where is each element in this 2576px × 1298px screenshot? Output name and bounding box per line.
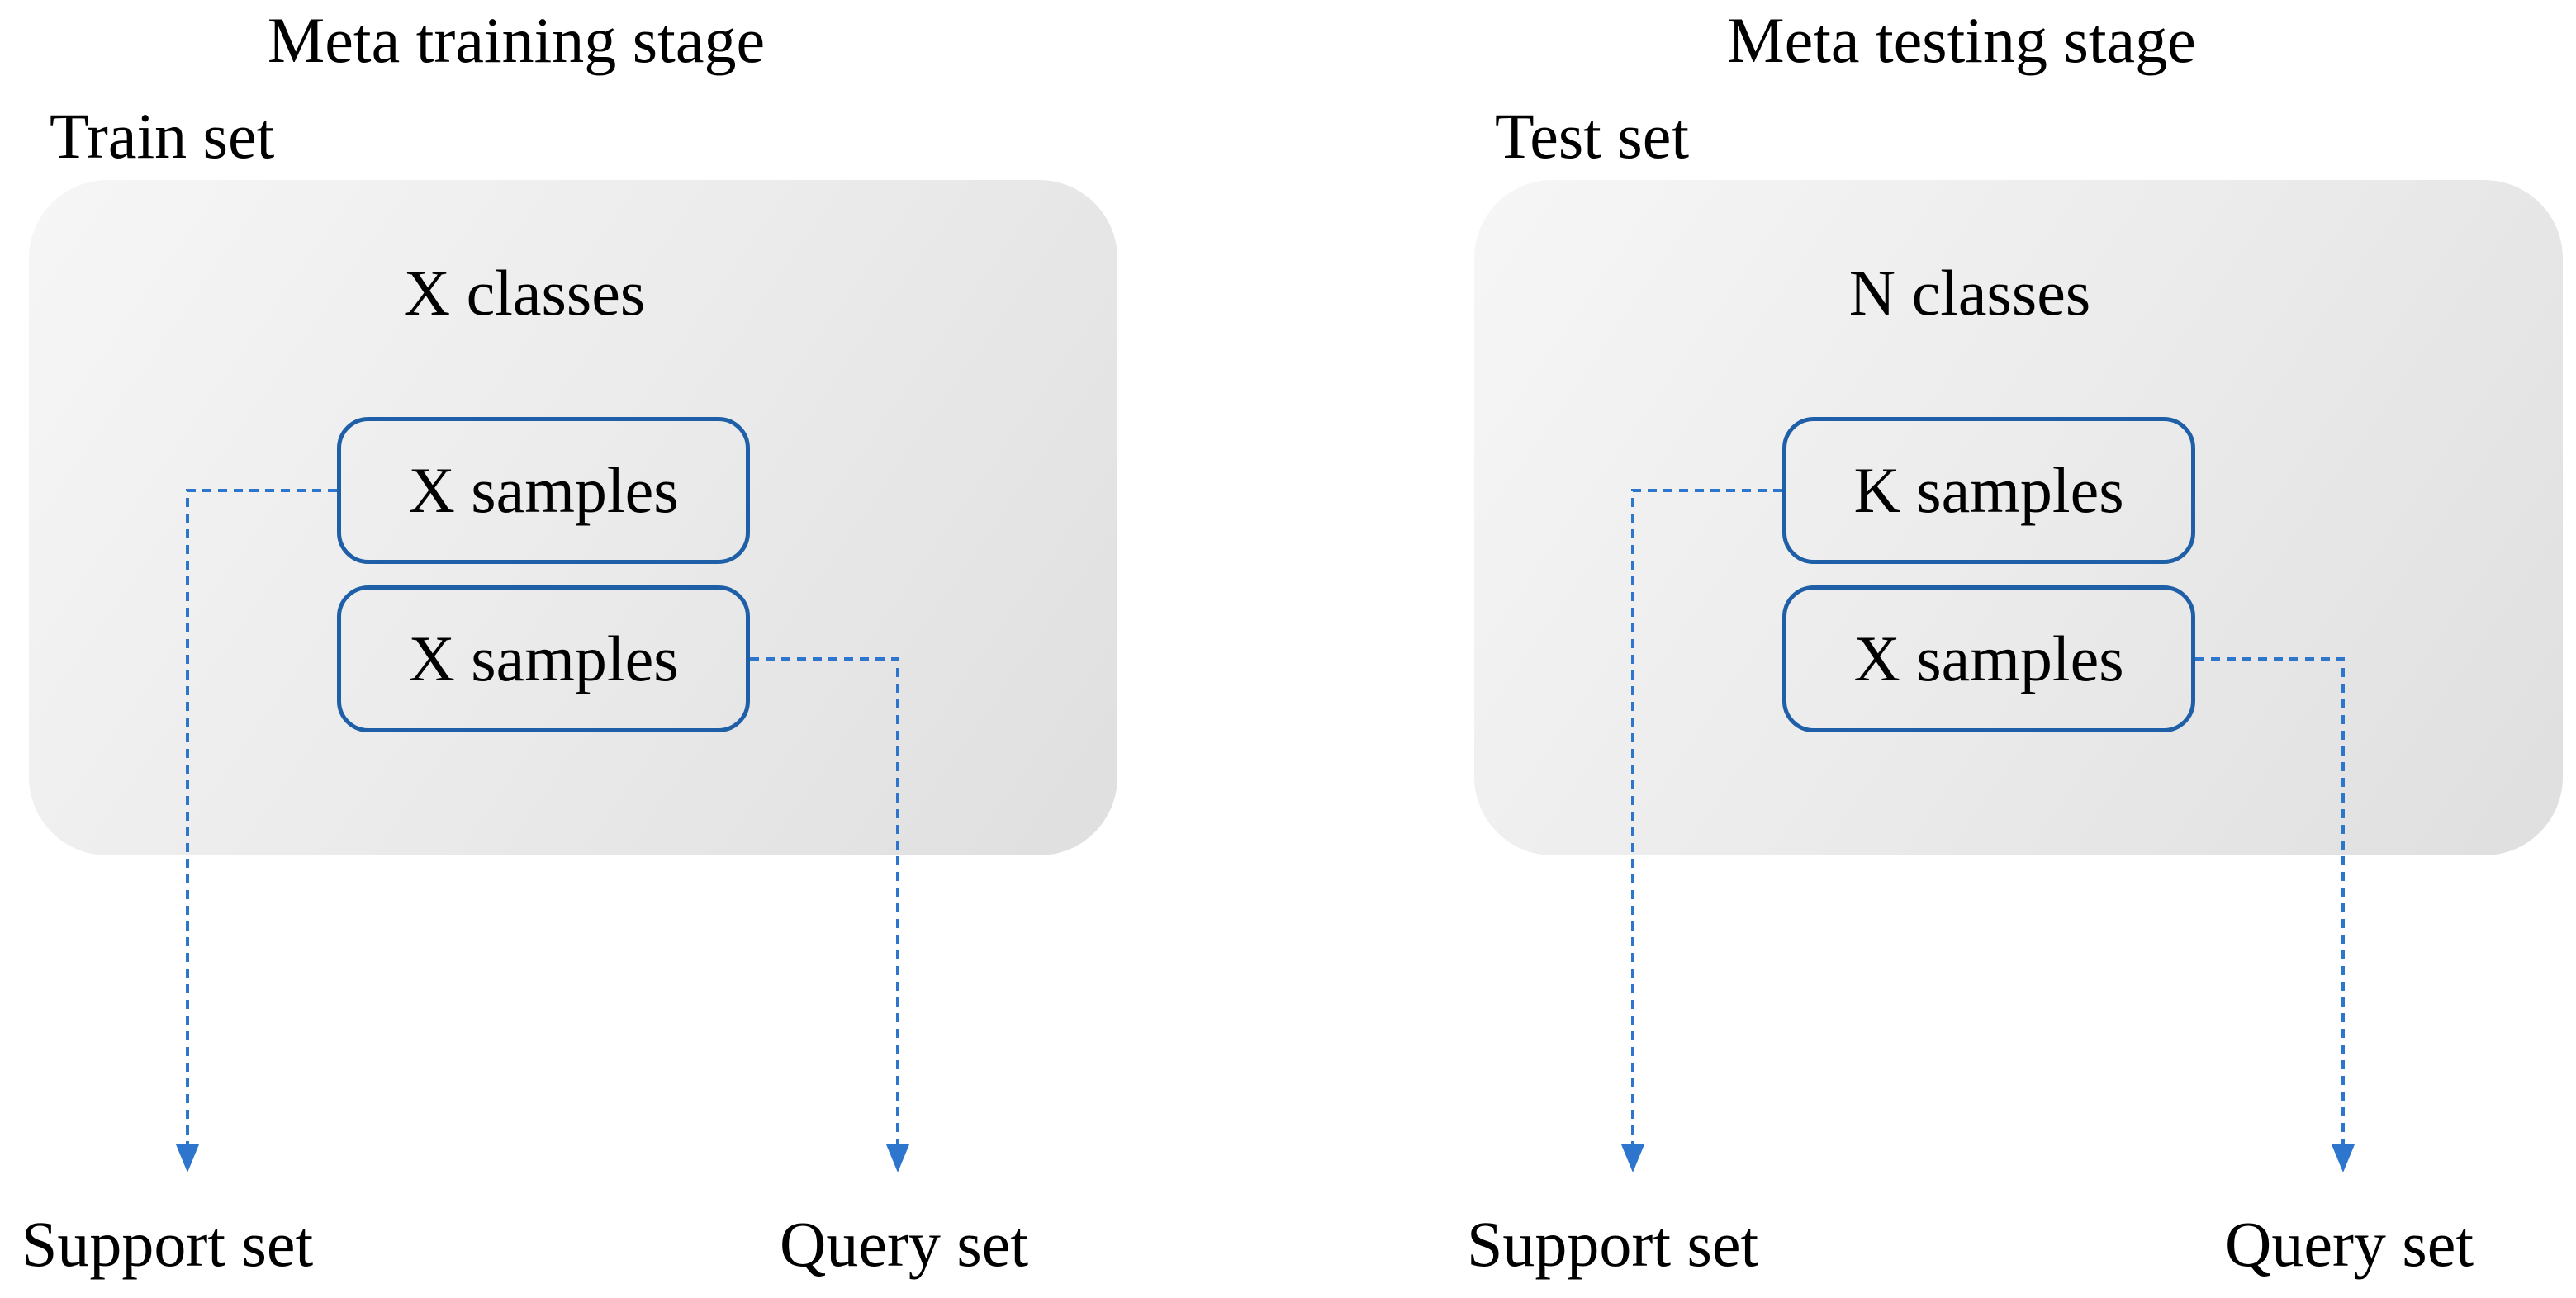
test-support-samples-text: K samples [1853,454,2124,526]
test-query-set-label: Query set [2225,1208,2474,1280]
train-query-samples-text: X samples [408,623,679,694]
meta-testing-panel: Meta testing stage Test set N classes K … [1445,0,2576,1298]
test-query-samples-text: X samples [1853,623,2124,694]
train-support-arrowhead-icon [176,1144,199,1172]
test-query-samples-box: X samples [1782,585,2195,732]
train-support-samples-text: X samples [408,454,679,526]
train-query-arrowhead-icon [886,1144,909,1172]
test-support-samples-box: K samples [1782,417,2195,564]
test-support-set-label: Support set [1467,1208,1759,1280]
train-query-set-label: Query set [780,1208,1029,1280]
test-query-arrowhead-icon [2332,1144,2355,1172]
test-classes-label: N classes [1848,257,2091,329]
meta-training-title: Meta training stage [267,4,766,76]
train-support-set-label: Support set [21,1208,314,1280]
test-set-label: Test set [1495,100,1689,172]
test-support-arrowhead-icon [1621,1144,1644,1172]
meta-training-panel: Meta training stage Train set X classes … [0,0,1131,1298]
train-classes-label: X classes [403,257,646,329]
train-support-samples-box: X samples [337,417,750,564]
train-query-samples-box: X samples [337,585,750,732]
meta-testing-title: Meta testing stage [1727,4,2196,76]
train-set-label: Train set [50,100,275,172]
